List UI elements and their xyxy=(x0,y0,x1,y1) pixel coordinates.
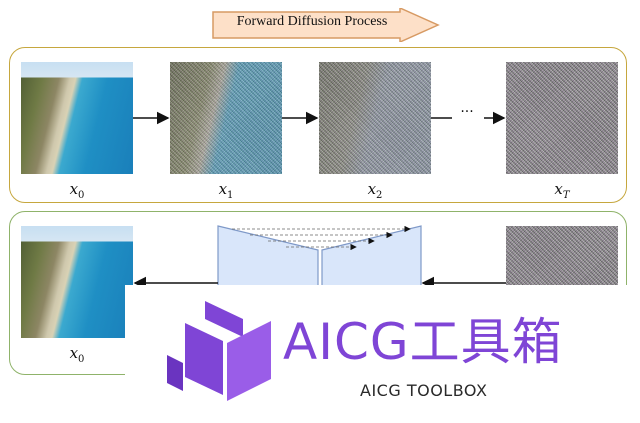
image-reverse-x0-clean xyxy=(21,226,133,338)
label-x2: x2 xyxy=(367,180,383,201)
forward-process-panel xyxy=(9,47,627,203)
ellipsis: ··· xyxy=(460,104,474,120)
image-xT-pure-noise xyxy=(506,62,618,174)
aicg-logo-icon xyxy=(167,301,271,401)
watermark-subtitle: AICG TOOLBOX xyxy=(360,381,488,400)
label-xT: xT xyxy=(554,180,570,201)
image-x2-noisy xyxy=(319,62,431,174)
label-reverse-x0: x0 xyxy=(69,344,85,365)
diagram-title: Forward Diffusion Process xyxy=(236,14,388,29)
label-x1: x1 xyxy=(218,180,234,201)
watermark-title: AICG工具箱 xyxy=(283,313,563,371)
forward-process-arrow xyxy=(212,8,440,42)
image-x1-noisy xyxy=(170,62,282,174)
label-x0: x0 xyxy=(69,180,85,201)
image-x0-clean xyxy=(21,62,133,174)
